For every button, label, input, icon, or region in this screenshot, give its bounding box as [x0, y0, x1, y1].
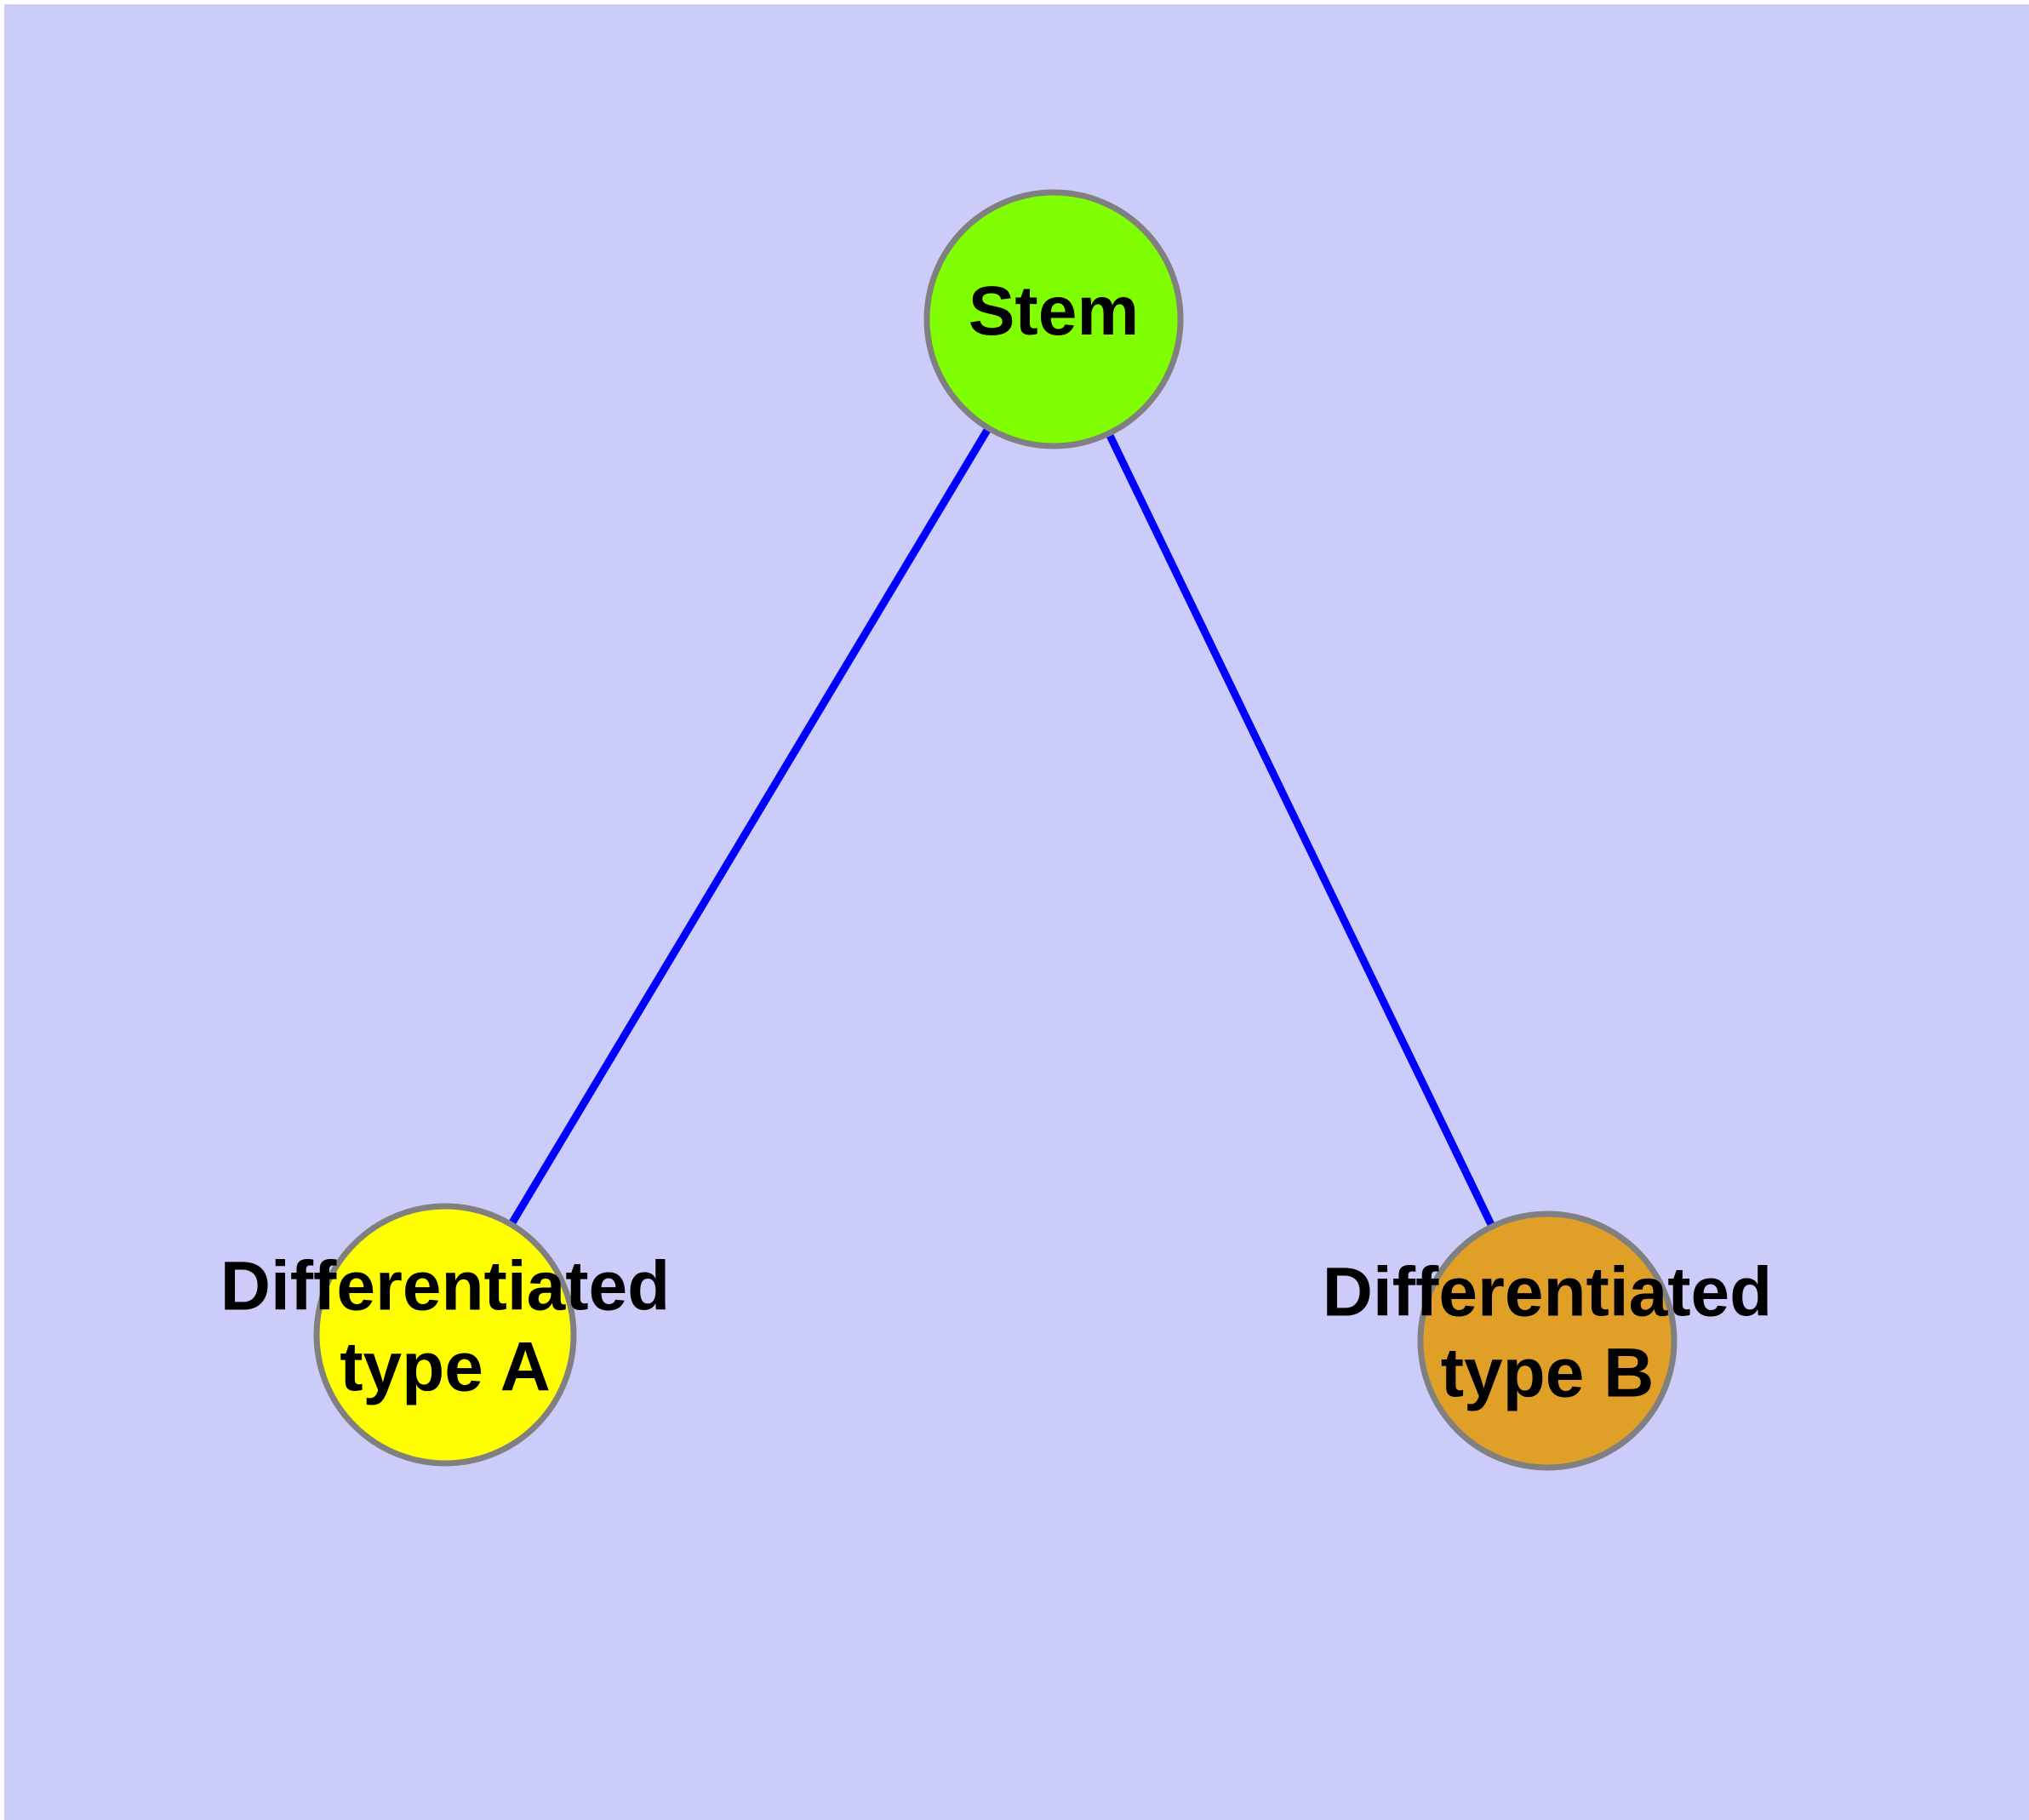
graph-edge-stem-to-b — [1106, 432, 1495, 1228]
node-label-diff-b-line2: type B — [1441, 1335, 1655, 1412]
node-circle-stem[interactable] — [923, 189, 1184, 449]
node-circle-diff-b[interactable] — [1417, 1210, 1677, 1471]
node-circle-diff-a[interactable] — [313, 1203, 577, 1467]
node-label-diff-b-line1: Differentiated — [1323, 1253, 1773, 1331]
graph-node-stem[interactable]: Stem — [923, 189, 1184, 449]
node-label-stem-line1: Stem — [969, 272, 1140, 350]
node-label-diff-a-line1: Differentiated — [220, 1247, 671, 1325]
graph-edge-stem-to-a — [508, 427, 992, 1226]
edge-layer — [508, 427, 1495, 1228]
node-label-diff-a-line2: type A — [340, 1329, 551, 1406]
